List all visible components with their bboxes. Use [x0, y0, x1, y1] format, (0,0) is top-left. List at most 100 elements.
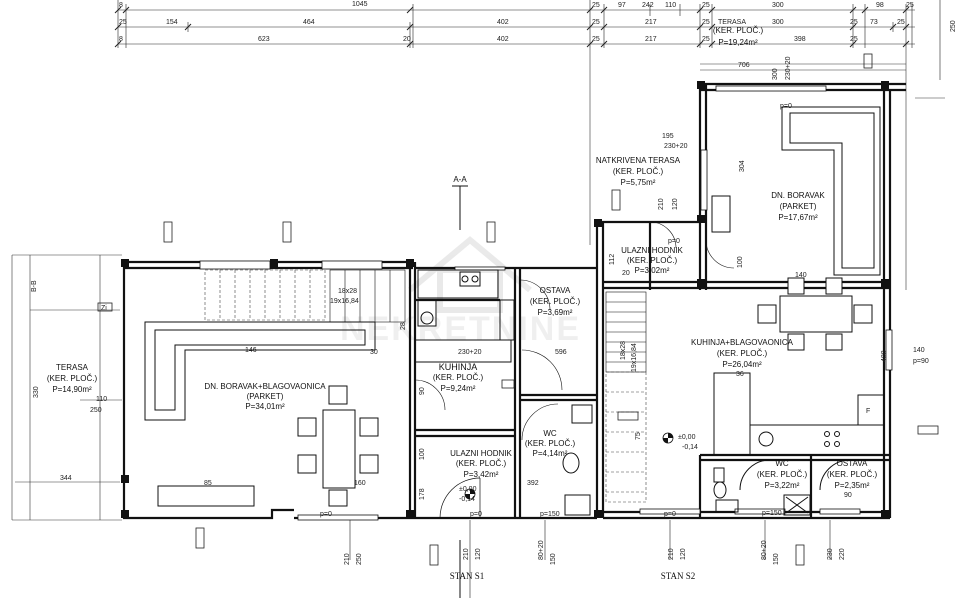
dim-300-v: 300 [772, 68, 779, 80]
kitchen-right-fixtures [713, 372, 885, 456]
dim-top-97: 97 [618, 2, 626, 9]
stair-left-dim2: 19x16,84 [330, 298, 359, 305]
ostava-right-floor: (KER. PLOČ.) [827, 470, 878, 479]
dim-right-250: 250 [950, 20, 957, 32]
kuhinja-right-area: P=26,04m² [722, 360, 762, 369]
ostava-right-area: P=2,35m² [835, 481, 870, 490]
hodnik-left-area: P=3,42m² [464, 470, 499, 479]
dim-26: 28 [400, 322, 407, 330]
dim-330-left: 110 [96, 396, 107, 403]
stair-right-dim2: 19x16,84 [631, 343, 638, 372]
dim-90-left: 100 [419, 448, 426, 460]
dim-230-20-r: 230+20 [664, 143, 688, 150]
dim-r3-398: 398 [794, 36, 806, 43]
boravak-right-floor: (PARKET) [780, 202, 817, 211]
dim-110-b1: 210 [463, 548, 470, 560]
p150-left: p=150 [540, 511, 560, 518]
hodnik-right-name: ULAZNI HODNIK [621, 246, 683, 255]
stair-right-dim1: 18x28 [620, 341, 627, 360]
wc-left-name: WC [543, 429, 557, 438]
dim-230-20-left: 250 [90, 407, 102, 414]
ostava-left-floor: (KER. PLOČ.) [530, 297, 581, 306]
stairs-left [204, 269, 326, 321]
zi-tag-top [863, 53, 873, 69]
kitchen-left-fixtures [414, 269, 515, 363]
dim-60-b1: 80+20 [538, 540, 545, 560]
kuhinja-left-name: KUHINJA [439, 362, 478, 372]
dim-706: 706 [738, 62, 750, 69]
terasa-top-area: P=19,24m² [718, 38, 758, 47]
dim-r2-154: 154 [166, 19, 178, 26]
dim-r2-25a: 25 [119, 19, 127, 26]
level-right-b: -0,14 [682, 444, 698, 451]
entry-door-left [439, 477, 481, 519]
terasa-left-floor: (KER. PLOČ.) [47, 374, 98, 383]
dim-344: 160 [354, 480, 366, 487]
p0-hodnik-right: p=0 [668, 238, 680, 245]
boravak-left-name: DN. BORAVAK+BLAGOVAONICA [204, 382, 326, 391]
dim-330-r: 140 [795, 272, 807, 279]
dim-r2-25c: 25 [702, 19, 710, 26]
wc-left-area: P=4,14m² [533, 449, 568, 458]
level-marker-left [464, 488, 476, 500]
zi-tag-left-text: Zi [101, 305, 107, 312]
dim-top-300: 300 [772, 2, 784, 9]
fridge-label: F [866, 408, 870, 415]
dim-210-r: 120 [672, 198, 679, 210]
dim-80-20-b2: 150 [773, 553, 780, 565]
dim-250-left: 344 [60, 475, 72, 482]
hodnik-left-name: ULAZNI HODNIK [450, 449, 512, 458]
wc-right-name: WC [775, 459, 789, 468]
section-bb-label: B-B [31, 280, 38, 292]
dim-r2-25b: 25 [592, 19, 600, 26]
p0-right-bottom: p=0 [664, 511, 676, 518]
dim-r2-464: 464 [303, 19, 315, 26]
dim-top-98: 98 [876, 2, 884, 9]
dim-230-20-b: 250 [356, 553, 363, 565]
dim-r2-25e: 25 [897, 19, 905, 26]
dim-110-b2: 210 [668, 548, 675, 560]
dim-90-b: 230 [827, 548, 834, 560]
dim-top-25a: 25 [592, 2, 600, 9]
terasa-top-name: TERASA [718, 19, 746, 26]
dim-36: 36 [736, 371, 744, 378]
terasa-left-outline [11, 254, 122, 521]
dim-r3-217: 217 [645, 36, 657, 43]
tv-unit-left [157, 485, 255, 507]
dim-140-r2: p=90 [913, 358, 929, 365]
level-marker-right [662, 432, 674, 444]
hodnik-right-area: P=3,02m² [635, 266, 670, 275]
boravak-left-area: P=34,01m² [245, 402, 285, 411]
dim-r3-25c: 25 [850, 36, 858, 43]
door-swings [414, 221, 735, 411]
dim-r2-402: 402 [497, 19, 509, 26]
kuhinja-left-floor: (KER. PLOČ.) [433, 373, 484, 382]
p0-left: p=0 [470, 511, 482, 518]
watermark-text: NEKRETNINE [340, 310, 581, 348]
wc-left-floor: (KER. PLOČ.) [525, 439, 576, 448]
zi-tag-left [97, 302, 113, 312]
stan-s1-label: STAN S1 [450, 571, 485, 581]
dim-top-25c: 25 [906, 2, 914, 9]
dim-195: 195 [662, 133, 674, 140]
boravak-right-area: P=17,67m² [778, 213, 818, 222]
hodnik-left-floor: (KER. PLOČ.) [456, 459, 507, 468]
dim-60-b2: 80+20 [761, 540, 768, 560]
level-left-b: -0,14 [459, 496, 475, 503]
dim-120-r: 112 [609, 254, 616, 265]
sofa-right [781, 106, 881, 276]
hodnik-right-floor: (KER. PLOČ.) [627, 256, 678, 265]
boravak-right-name: DN. BORAVAK [771, 191, 825, 200]
dim-146-wc: 392 [527, 480, 539, 487]
dim-r2-73: 73 [870, 19, 878, 26]
p0-right-top: p=0 [780, 103, 792, 110]
stan-s2-label: STAN S2 [661, 571, 696, 581]
p150-right: p=150 [762, 510, 782, 517]
dim-top-1045: 1045 [352, 1, 368, 8]
wc-right-area: P=3,22m² [765, 481, 800, 490]
dim-220-b: 210 [344, 553, 351, 565]
dim-194: 90 [419, 387, 426, 395]
terasa-top-floor: (KER. PLOČ.) [713, 26, 764, 35]
dim-100-r: 140 [913, 347, 925, 354]
